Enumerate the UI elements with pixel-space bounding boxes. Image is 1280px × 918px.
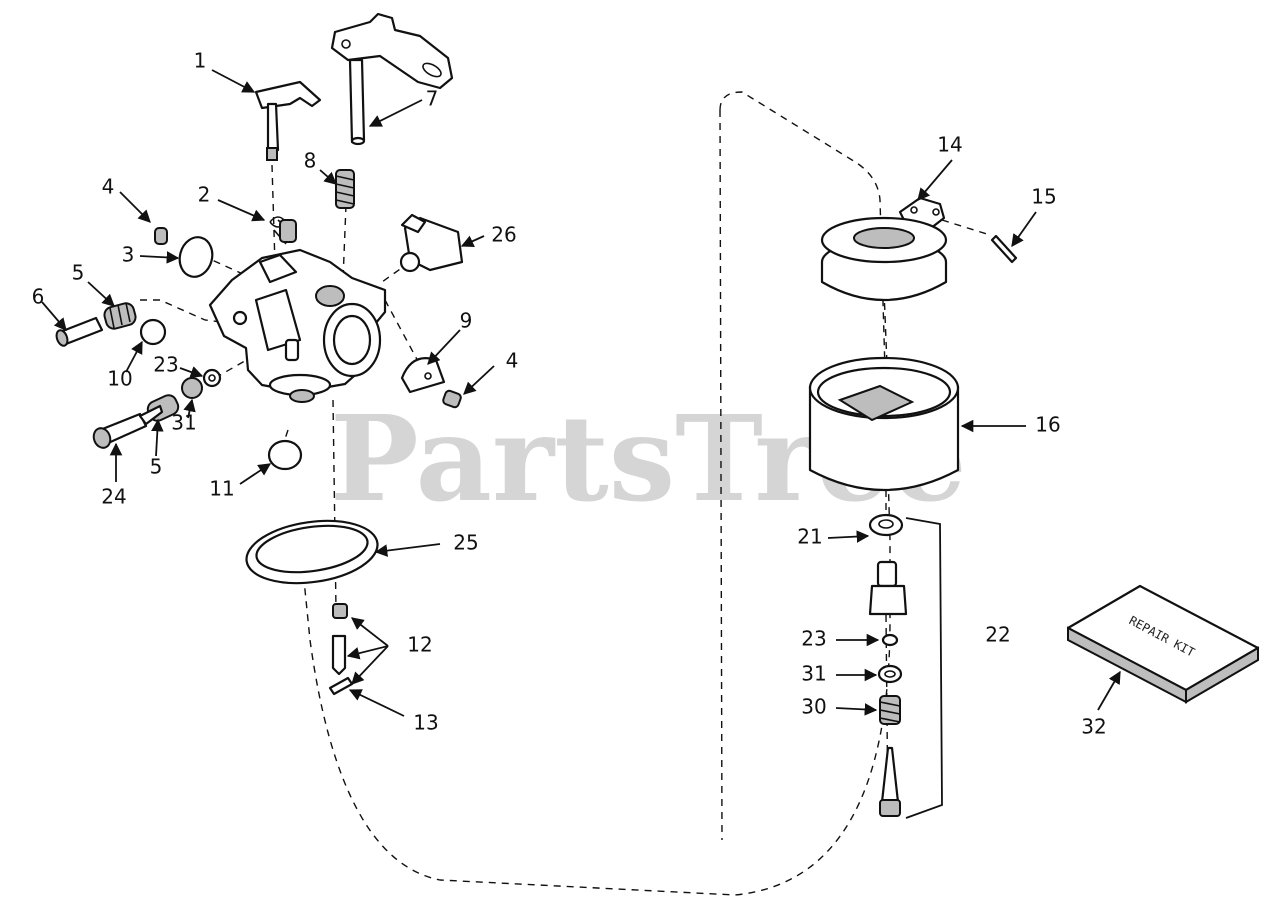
part-needle-valve-12: [331, 603, 348, 676]
callout-16: 16: [1035, 413, 1060, 437]
part-spring-30: [879, 695, 901, 725]
callout-7: 7: [426, 87, 439, 111]
part-spring-8: [335, 169, 355, 209]
callout-31-left: 31: [171, 411, 196, 435]
axis-plug-3: [189, 249, 246, 276]
part-screw-4-lower: [442, 389, 462, 409]
callout-10: 10: [107, 367, 132, 391]
callout-15: 15: [1031, 185, 1056, 209]
callout-labels: 1 2 3 4 4 5 5 6 7 8 9 10 11 12 13 14 15 …: [32, 49, 1107, 739]
part-oring-10: [139, 318, 167, 346]
callout-21: 21: [797, 525, 822, 549]
callout-4-lower: 4: [506, 349, 519, 373]
callout-5-upper: 5: [72, 261, 85, 285]
part-plug-4-upper: [154, 227, 168, 245]
part-screw-6: [55, 316, 104, 347]
callout-9: 9: [460, 309, 473, 333]
part-spring-2: [269, 216, 297, 245]
callout-4-upper: 4: [102, 175, 115, 199]
part-bowl-nut: [868, 560, 908, 616]
callout-2: 2: [198, 183, 211, 207]
part-washer-23-right: [881, 633, 899, 647]
part-choke-lever: [330, 12, 454, 146]
callout-3: 3: [122, 243, 135, 267]
callout-31-right: 31: [801, 662, 826, 686]
callout-1: 1: [194, 49, 207, 73]
callout-24: 24: [101, 485, 126, 509]
axis-pin-15: [941, 219, 991, 236]
callout-6: 6: [32, 285, 45, 309]
part-disc-3: [178, 236, 214, 278]
axis-plate-9: [384, 299, 421, 366]
part-nut-31-left: [181, 377, 203, 399]
part-washer-23-left: [202, 368, 222, 388]
axis-throttle-shaft: [271, 164, 276, 266]
part-plate-9: [400, 357, 446, 394]
part-gasket-25: [245, 519, 379, 585]
callout-14: 14: [937, 133, 962, 157]
callout-25: 25: [453, 531, 478, 555]
part-spring-5-upper: [103, 302, 137, 330]
part-clip-13: [328, 676, 354, 696]
float-bowl-boundary-dashed: [299, 91, 891, 896]
part-float: [820, 216, 948, 302]
callout-11: 11: [209, 477, 234, 501]
boundary-dashed-left: [719, 109, 723, 841]
callout-30: 30: [801, 695, 826, 719]
part-carburetor-body: [208, 248, 387, 403]
leader-arrows: [41, 69, 1121, 717]
callout-23-right: 23: [801, 627, 826, 651]
part-washer-21: [868, 513, 904, 537]
part-fuel-fitting: [399, 213, 464, 273]
part-repair-kit-32: REPAIR KIT: [1066, 584, 1260, 704]
callout-26: 26: [491, 223, 516, 247]
callout-23-left: 23: [153, 353, 178, 377]
axis-spring-8: [342, 204, 347, 281]
callout-22: 22: [985, 623, 1010, 647]
part-nut-31-right: [877, 664, 903, 684]
callout-13: 13: [413, 711, 438, 735]
part-float-bowl-16: [808, 356, 960, 491]
callout-8: 8: [304, 149, 317, 173]
axis-screw-6: [140, 299, 246, 326]
bracket-22: [905, 517, 943, 819]
part-throttle-lever: [254, 80, 322, 161]
part-main-jet-screw: [879, 746, 901, 817]
callout-5-lower: 5: [150, 455, 163, 479]
part-pin-15: [990, 234, 1018, 264]
part-needle-24: [92, 404, 164, 449]
part-oring-11: [267, 439, 303, 471]
callout-32: 32: [1081, 715, 1106, 739]
axis-needle-24: [214, 357, 251, 379]
callout-12: 12: [407, 633, 432, 657]
